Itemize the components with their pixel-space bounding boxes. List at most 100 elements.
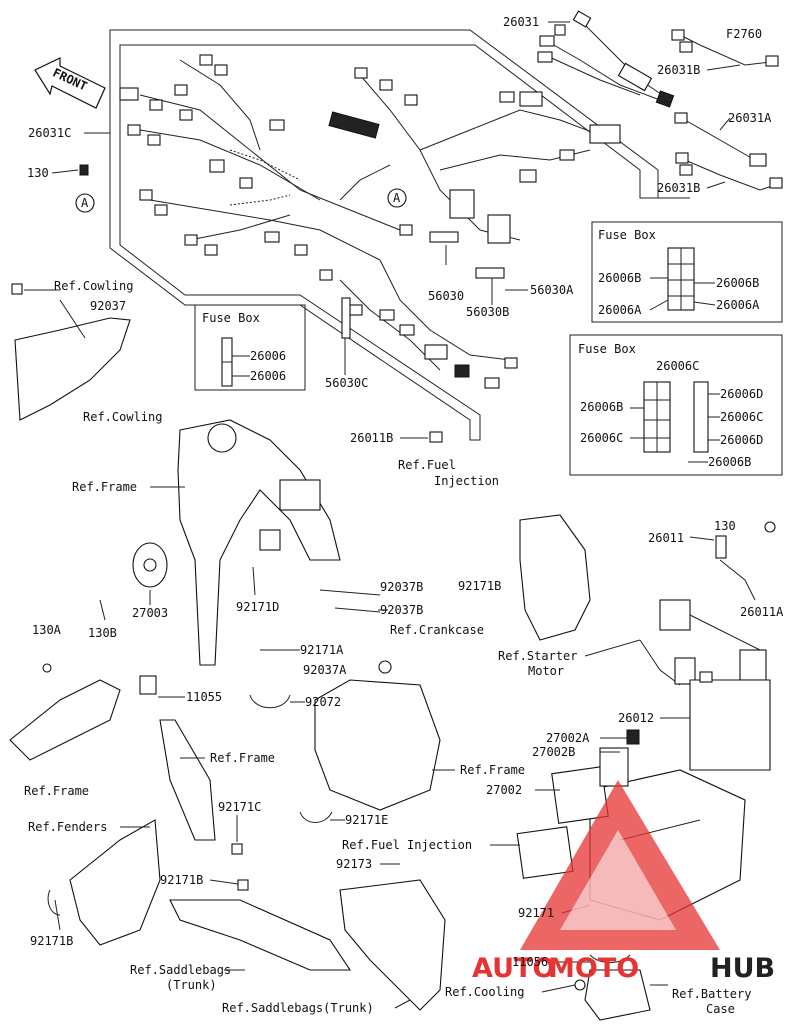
frame	[177, 419, 381, 666]
sub-harness-26031B-top	[671, 29, 779, 67]
label-ref-frame-3: Ref.Frame	[460, 763, 525, 777]
ecu-27002	[551, 729, 640, 824]
label-27002A: 27002A	[546, 731, 590, 745]
callout-a-markers: A A	[75, 164, 407, 213]
label-26031: 26031	[503, 15, 539, 29]
sub-harness-26031B-bottom	[675, 152, 783, 191]
label-ref-fuel-injection-1a: Ref.Fuel	[398, 458, 456, 472]
label-ref-battery-case-a: Ref.Battery	[672, 987, 751, 1001]
label-ref-fenders: Ref.Fenders	[28, 820, 107, 834]
label-92171: 92171	[518, 906, 554, 920]
sub-harness-26031A	[674, 112, 767, 167]
label-27002B: 27002B	[532, 745, 575, 759]
automotohub-watermark: AUTO MOTO HUB	[472, 780, 775, 984]
label-26006-2: 26006	[250, 369, 286, 383]
fuse-box-3: Fuse Box	[569, 334, 783, 476]
label-130-top: 130	[27, 166, 49, 180]
label-92037B-2: 92037B	[380, 603, 423, 617]
label-26006C-right: 26006C	[720, 410, 763, 424]
label-ref-frame-2: Ref.Frame	[210, 751, 275, 765]
label-26006B-left: 26006B	[598, 271, 641, 285]
label-ref-saddlebags-1a: Ref.Saddlebags	[130, 963, 231, 977]
label-130A: 130A	[32, 623, 62, 637]
label-56030A: 56030A	[530, 283, 574, 297]
label-92171B-low: 92171B	[160, 873, 203, 887]
fuse-box-title-1: Fuse Box	[202, 311, 260, 325]
label-26031B-top: 26031B	[657, 63, 700, 77]
label-130-right: 130	[714, 519, 736, 533]
label-92171A: 92171A	[300, 643, 344, 657]
label-27002: 27002	[486, 783, 522, 797]
watermark-moto: MOTO	[548, 953, 639, 984]
fuse-box-1: Fuse Box	[194, 304, 306, 391]
label-26011B: 26011B	[350, 431, 393, 445]
main-harness-right	[328, 67, 621, 443]
label-26011A: 26011A	[740, 605, 784, 619]
figure-code: F2760	[726, 27, 762, 41]
label-ref-cooling: Ref.Cooling	[445, 985, 524, 999]
fuse-box-title-2: Fuse Box	[598, 228, 656, 242]
label-56030C: 56030C	[325, 376, 368, 390]
label-26031C: 26031C	[28, 126, 71, 140]
fender-bracket	[159, 719, 243, 855]
starter-relay	[639, 521, 776, 686]
bracket-11055	[9, 663, 157, 761]
label-ref-saddlebags-1b: (Trunk)	[166, 978, 217, 992]
svg-text:A: A	[81, 196, 89, 210]
label-26006D-1: 26006D	[720, 387, 763, 401]
main-harness	[119, 54, 401, 281]
leader-lines	[24, 21, 741, 1009]
label-26006D-2: 26006D	[720, 433, 763, 447]
label-92173: 92173	[336, 857, 372, 871]
label-ref-crankcase: Ref.Crankcase	[390, 623, 484, 637]
fender-panel	[47, 819, 161, 946]
label-26006C-top: 26006C	[656, 359, 699, 373]
label-92171B-mid: 92171B	[458, 579, 501, 593]
label-26006B-right: 26006B	[716, 276, 759, 290]
sensor-27003	[132, 542, 168, 588]
svg-text:A: A	[393, 191, 401, 205]
sub-harness-26031	[537, 10, 675, 108]
label-56030: 56030	[428, 289, 464, 303]
label-92037A: 92037A	[303, 663, 347, 677]
label-11056: 11056	[512, 955, 548, 969]
front-arrow: FRONT	[34, 57, 106, 109]
label-26006A-left: 26006A	[598, 303, 642, 317]
label-56030B: 56030B	[466, 305, 509, 319]
label-ref-frame-4: Ref.Frame	[24, 784, 89, 798]
label-ref-saddlebags-2: Ref.Saddlebags(Trunk)	[222, 1001, 374, 1015]
watermark-hub: HUB	[710, 953, 775, 984]
label-ref-cowling-2: Ref.Cowling	[83, 410, 162, 424]
crankcase-cover	[519, 514, 591, 641]
fuse-box-title-3: Fuse Box	[578, 342, 636, 356]
label-92171E: 92171E	[345, 813, 388, 827]
label-ref-cowling-1: Ref.Cowling	[54, 279, 133, 293]
label-26031B-bottom: 26031B	[657, 181, 700, 195]
part-labels: F2760 26031 26031B 26031A 26031B 26031C …	[24, 15, 784, 1016]
label-26006B-box3-1: 26006B	[580, 400, 623, 414]
label-ref-fuel-injection-1b: Injection	[434, 474, 499, 488]
label-ref-fuel-injection-2: Ref.Fuel Injection	[342, 838, 472, 852]
label-27003: 27003	[132, 606, 168, 620]
label-26006B-box3-2: 26006B	[708, 455, 751, 469]
relay-box	[516, 826, 574, 879]
cover-lower	[339, 879, 446, 1011]
label-92037: 92037	[90, 299, 126, 313]
label-26012: 26012	[618, 711, 654, 725]
label-130B: 130B	[88, 626, 117, 640]
watermark-auto: AUTO	[472, 953, 555, 984]
frame-cover-center	[249, 660, 441, 823]
cowling-bracket	[11, 283, 131, 421]
fuse-box-2: Fuse Box	[591, 221, 783, 323]
battery-26012	[689, 671, 771, 771]
label-ref-battery-case-b: Case	[706, 1002, 735, 1016]
label-92171C: 92171C	[218, 800, 261, 814]
label-11055: 11055	[186, 690, 222, 704]
label-92171D: 92171D	[236, 600, 279, 614]
label-26006A-right: 26006A	[716, 298, 760, 312]
label-26011: 26011	[648, 531, 684, 545]
label-26006-1: 26006	[250, 349, 286, 363]
label-ref-starter-motor-b: Motor	[528, 664, 564, 678]
label-92072: 92072	[305, 695, 341, 709]
